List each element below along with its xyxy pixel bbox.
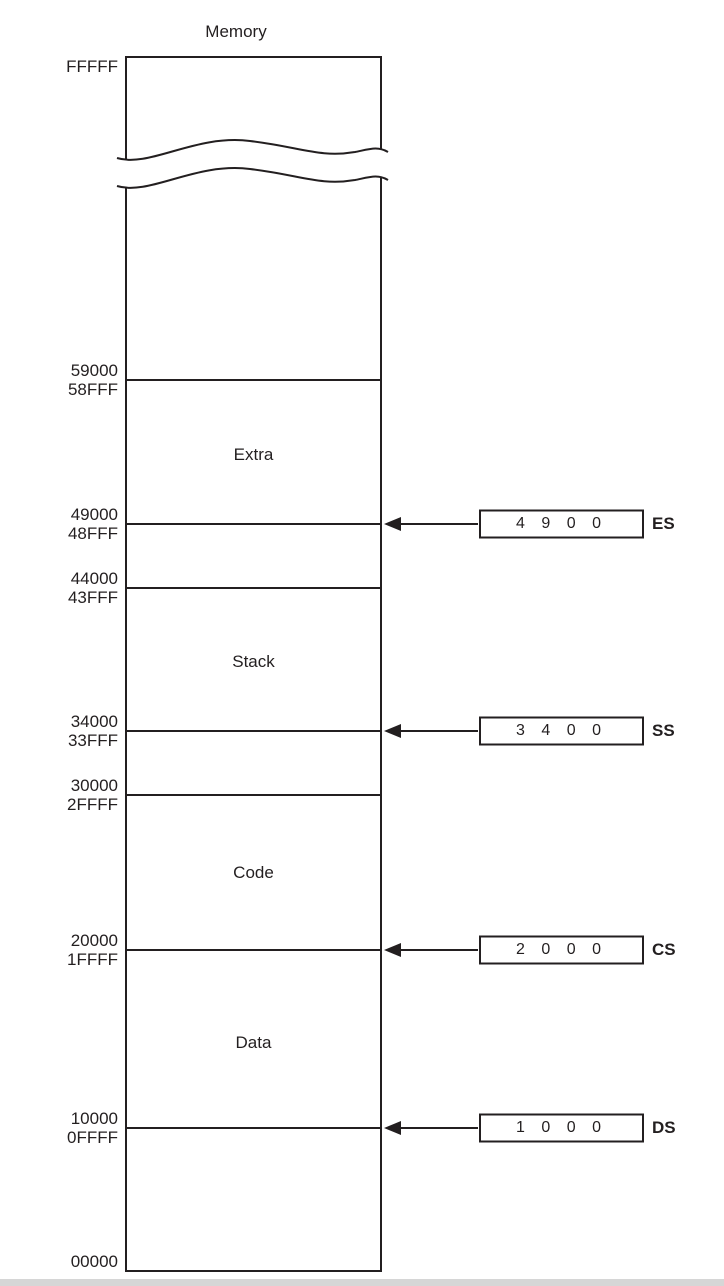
- segment-label-code: Code: [233, 863, 274, 882]
- address-label-48fff: 48FFF: [67, 524, 118, 543]
- memory-column-body: [125, 178, 382, 1272]
- address-label-44000: 44000: [70, 569, 118, 588]
- page-edge-artifact: [0, 1279, 724, 1286]
- register-value-es: 4 9 0 0: [516, 515, 607, 532]
- address-label-34000: 34000: [70, 712, 118, 731]
- address-label-10000: 10000: [70, 1109, 118, 1128]
- pointer-arrow-ds: [384, 1121, 478, 1135]
- address-label-49000: 49000: [70, 505, 118, 524]
- register-box-cs: [479, 935, 644, 965]
- memory-column-top: [125, 56, 382, 159]
- register-name-ds: DS: [652, 1118, 676, 1137]
- register-value-ss: 3 4 0 0: [516, 722, 607, 739]
- break-wave-bottom: [116, 167, 389, 189]
- register-name-cs: CS: [652, 940, 676, 959]
- address-label-1ffff: 1FFFF: [67, 950, 118, 969]
- address-label-20000: 20000: [70, 931, 118, 950]
- address-label-33fff: 33FFF: [67, 731, 118, 750]
- diagram-title: Memory: [205, 22, 267, 41]
- pointer-arrow-ss: [384, 724, 478, 738]
- segment-label-extra: Extra: [233, 445, 274, 464]
- pointer-arrow-es: [384, 517, 478, 531]
- address-label-2ffff: 2FFFF: [67, 795, 118, 814]
- register-box-es: [479, 509, 644, 539]
- register-name-es: ES: [652, 514, 675, 533]
- register-name-ss: SS: [652, 721, 675, 740]
- address-label-fffff: FFFFF: [66, 57, 118, 76]
- register-box-ss: [479, 716, 644, 746]
- register-value-cs: 2 0 0 0: [516, 941, 607, 958]
- register-value-ds: 1 0 0 0: [516, 1119, 607, 1136]
- segment-label-stack: Stack: [232, 652, 275, 671]
- address-label-59000: 59000: [70, 361, 118, 380]
- address-label-00000: 00000: [70, 1252, 118, 1271]
- address-label-58fff: 58FFF: [67, 380, 118, 399]
- pointer-arrow-cs: [384, 943, 478, 957]
- address-label-43fff: 43FFF: [67, 588, 118, 607]
- break-wave-top: [116, 139, 389, 161]
- register-box-ds: [479, 1113, 644, 1143]
- segment-label-data: Data: [235, 1033, 272, 1052]
- address-label-0ffff: 0FFFF: [67, 1128, 118, 1147]
- address-label-30000: 30000: [70, 776, 118, 795]
